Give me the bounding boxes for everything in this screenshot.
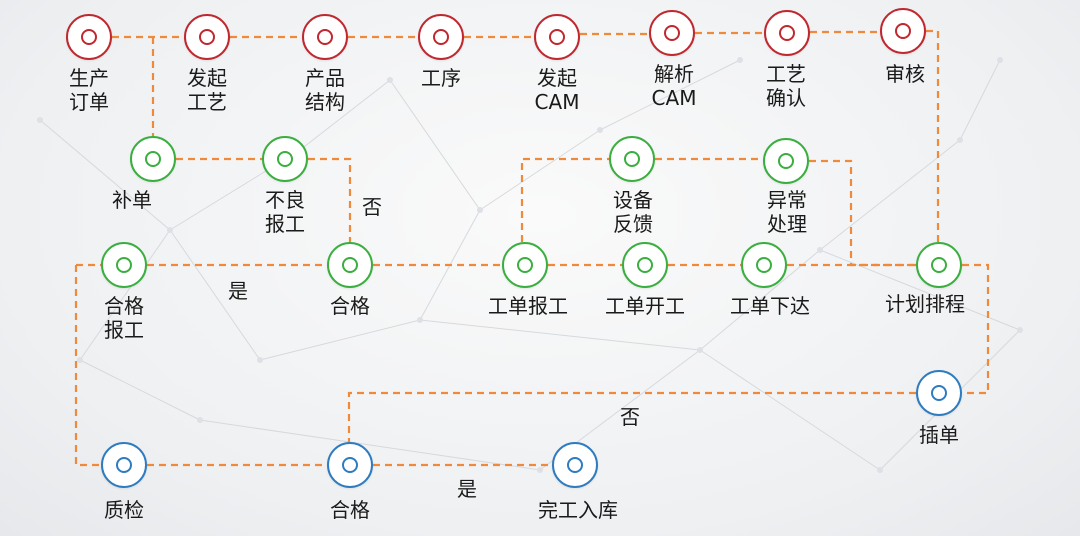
label-insert-order: 插单 [919, 423, 959, 447]
label-work-order-report: 工单报工 [488, 294, 568, 318]
bg-link-0 [39, 119, 171, 231]
label-initiate-process: 发起 工艺 [187, 66, 227, 114]
label-review: 审核 [885, 62, 925, 86]
node-parse-cam [649, 10, 695, 56]
bg-link-6 [419, 319, 701, 351]
node-completion-warehousing [552, 442, 598, 488]
bg-dot-17 [997, 57, 1003, 63]
bg-dot-13 [197, 417, 203, 423]
node-review [880, 8, 926, 54]
node-qualified-1 [327, 242, 373, 288]
bg-dot-1 [167, 227, 173, 233]
label-qualified-2: 合格 [330, 498, 370, 522]
label-work-order-release: 工单下达 [730, 294, 810, 318]
node-equipment-feedback [609, 136, 655, 182]
node-defect-report [262, 136, 308, 182]
label-scheduling: 计划排程 [885, 292, 965, 316]
node-supplement-order [130, 136, 176, 182]
label-qualified-report: 合格 报工 [104, 294, 144, 342]
label-completion-warehousing: 完工入库 [538, 498, 618, 522]
label-parse-cam: 解析 CAM [651, 62, 697, 110]
label-defect-report: 不良 报工 [265, 188, 305, 236]
node-operation [418, 14, 464, 60]
label-initiate-cam: 发起 CAM [534, 66, 580, 114]
label-equipment-feedback: 设备 反馈 [613, 188, 653, 236]
bg-dot-15 [737, 57, 743, 63]
node-product-structure [302, 14, 348, 60]
node-process-confirm [764, 10, 810, 56]
label-supplement-order: 补单 [112, 188, 152, 212]
label-process-confirm: 工艺 确认 [766, 62, 806, 110]
bg-link-5 [479, 129, 601, 211]
bg-link-12 [199, 419, 541, 471]
branch-label-no-1: 否 [362, 195, 382, 219]
bg-link-14 [79, 229, 171, 361]
connector-21 [347, 391, 916, 442]
bg-dot-6 [597, 127, 603, 133]
bg-dot-7 [697, 347, 703, 353]
bg-link-13 [79, 359, 201, 421]
bg-link-19 [389, 79, 481, 211]
bg-dot-10 [1017, 327, 1023, 333]
bg-link-8 [819, 139, 961, 251]
bg-dot-8 [817, 247, 823, 253]
bg-link-3 [259, 319, 421, 361]
node-work-order-start [622, 242, 668, 288]
bg-link-7 [699, 249, 821, 351]
bg-dot-4 [417, 317, 423, 323]
node-scheduling [916, 242, 962, 288]
node-insert-order [916, 370, 962, 416]
connector-10 [308, 157, 352, 242]
label-qualified-1: 合格 [330, 294, 370, 318]
bg-dot-11 [877, 467, 883, 473]
connector-22 [74, 265, 101, 467]
branch-label-no-2: 否 [620, 405, 640, 429]
bg-dot-5 [477, 207, 483, 213]
connector-11 [520, 157, 609, 242]
node-production-order [66, 14, 112, 60]
bg-link-9 [819, 249, 1021, 331]
label-work-order-start: 工单开工 [605, 294, 685, 318]
bg-dot-9 [957, 137, 963, 143]
bg-link-17 [959, 59, 1001, 141]
label-exception-handling: 异常 处理 [767, 188, 807, 236]
node-work-order-report [502, 242, 548, 288]
bg-dot-0 [37, 117, 43, 123]
label-quality-inspection: 质检 [104, 498, 144, 522]
bg-dot-16 [387, 77, 393, 83]
label-operation: 工序 [421, 66, 461, 90]
node-initiate-cam [534, 14, 580, 60]
bg-link-18 [699, 349, 881, 471]
branch-label-yes-1: 是 [228, 279, 248, 303]
branch-label-yes-2: 是 [457, 477, 477, 501]
bg-dot-12 [537, 467, 543, 473]
node-quality-inspection [101, 442, 147, 488]
node-qualified-report [101, 242, 147, 288]
label-production-order: 生产 订单 [69, 66, 109, 114]
node-exception-handling [763, 138, 809, 184]
label-product-structure: 产品 结构 [305, 66, 345, 114]
connector-13 [809, 159, 916, 267]
bg-link-15 [599, 59, 741, 131]
bg-dot-3 [257, 357, 263, 363]
node-qualified-2 [327, 442, 373, 488]
connector-20 [962, 263, 990, 395]
bg-dot-14 [77, 357, 83, 363]
bg-link-2 [169, 229, 261, 361]
bg-link-16 [299, 79, 391, 151]
connector-7 [926, 29, 940, 242]
node-initiate-process [184, 14, 230, 60]
node-work-order-release [741, 242, 787, 288]
